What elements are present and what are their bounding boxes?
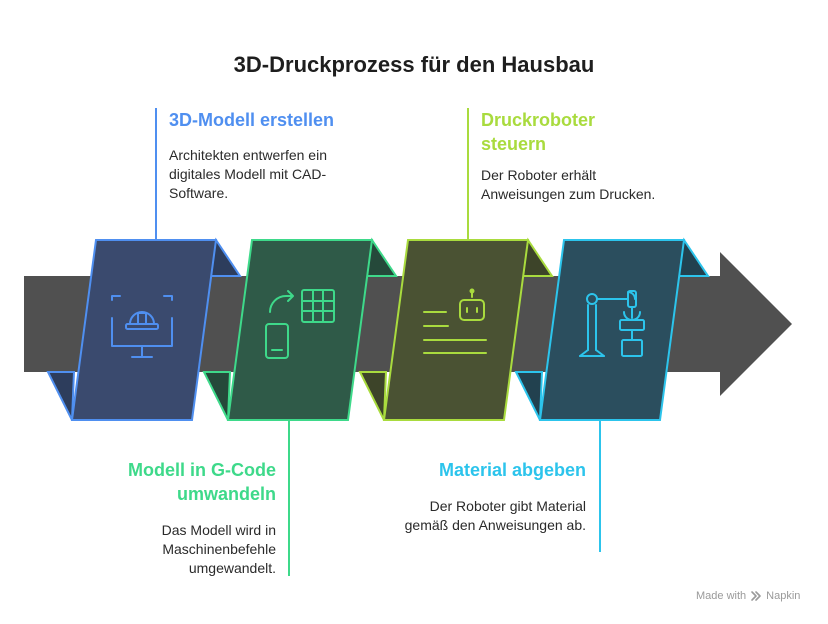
step-title-3: Druckroboter steuern bbox=[481, 110, 596, 154]
step-title-1: 3D-Modell erstellen bbox=[169, 110, 335, 130]
step-description-2: Das Modell wird in Maschinenbefehle umge… bbox=[161, 522, 276, 576]
robot-instructions-icon bbox=[423, 288, 487, 354]
convert-phone-grid-icon bbox=[265, 289, 335, 359]
step-description-1: Architekten entwerfen ein digitales Mode… bbox=[169, 147, 327, 201]
napkin-watermark[interactable]: Made with Napkin bbox=[696, 590, 800, 602]
robot-arm-icon bbox=[579, 290, 645, 357]
step-title-4: Material abgeben bbox=[438, 460, 586, 480]
monitor-hardhat-icon bbox=[111, 295, 173, 358]
step-panel-3 bbox=[358, 237, 554, 421]
watermark-prefix: Made with bbox=[696, 590, 747, 602]
step-title-2: Modell in G-Code umwandeln bbox=[128, 460, 276, 504]
step-description-4: Der Roboter gibt Material gemäß den Anwe… bbox=[404, 498, 586, 533]
watermark-brand: Napkin bbox=[766, 590, 801, 602]
diagram-title: 3D-Druckprozess für den Hausbau bbox=[233, 52, 595, 77]
napkin-logo-icon bbox=[751, 591, 761, 601]
step-panel-2 bbox=[202, 237, 398, 421]
step-description-3: Der Roboter erhält Anweisungen zum Druck… bbox=[481, 167, 656, 202]
step-panel-4 bbox=[514, 237, 710, 421]
